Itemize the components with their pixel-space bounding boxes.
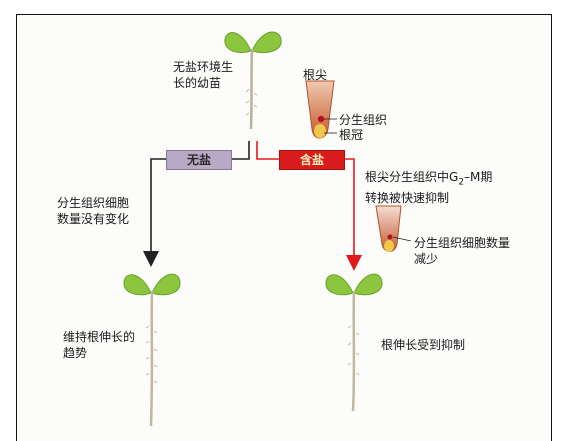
seedling-label-line2: 长的幼苗: [173, 76, 222, 90]
root-cap-label: 根冠: [339, 128, 364, 142]
seedling-top: [224, 31, 282, 130]
root-tip-title: 根尖: [303, 68, 328, 82]
no-salt-badge: 无盐: [166, 150, 232, 170]
no-salt-result: 维持根伸长的 趋势: [63, 329, 135, 361]
seedling-no-salt: [123, 273, 181, 427]
root: [249, 48, 254, 130]
root-cap-shape: [314, 124, 326, 138]
salt-tip-label-line2: 减少: [414, 252, 439, 266]
salt-tip-label: 分生组织细胞数量 减少: [414, 235, 510, 267]
salt-tip-label-line1: 分生组织细胞数量: [414, 236, 511, 250]
seedling-label-line1: 无盐环境生: [173, 60, 234, 74]
no-salt-result-line2: 趋势: [63, 346, 88, 360]
salt-result: 根伸长受到抑制: [381, 338, 466, 352]
salt-effect-line1: 根尖分生组织中G2–M期: [365, 170, 493, 188]
seedling-salt: [325, 273, 383, 412]
salt-effect-line2: 转换被快速抑制: [365, 191, 450, 206]
diagram-frame: 无盐环境生 长的幼苗 根尖 分生组织 根冠 无盐 含盐 分生组织细胞 数量没有变…: [16, 14, 552, 441]
salt-badge: 含盐: [279, 150, 345, 170]
leaf-right: [251, 31, 282, 53]
no-salt-effect: 分生组织细胞 数量没有变化: [57, 195, 129, 227]
meristem-label: 分生组织: [339, 113, 388, 127]
no-salt-effect-line2: 数量没有变化: [57, 212, 130, 226]
root-hairs: [245, 88, 258, 116]
diagram-art: [123, 31, 412, 427]
seedling-label: 无盐环境生 长的幼苗: [173, 59, 233, 91]
salt-effect: 根尖分生组织中G2–M期 转换被快速抑制: [365, 169, 492, 206]
root-tip-salt: [375, 205, 412, 252]
meristem-dot: [317, 115, 325, 123]
no-salt-result-line1: 维持根伸长的: [63, 330, 136, 344]
no-salt-effect-line1: 分生组织细胞: [57, 196, 130, 210]
root-tip-top: [305, 80, 337, 139]
leaf-left: [224, 32, 252, 53]
